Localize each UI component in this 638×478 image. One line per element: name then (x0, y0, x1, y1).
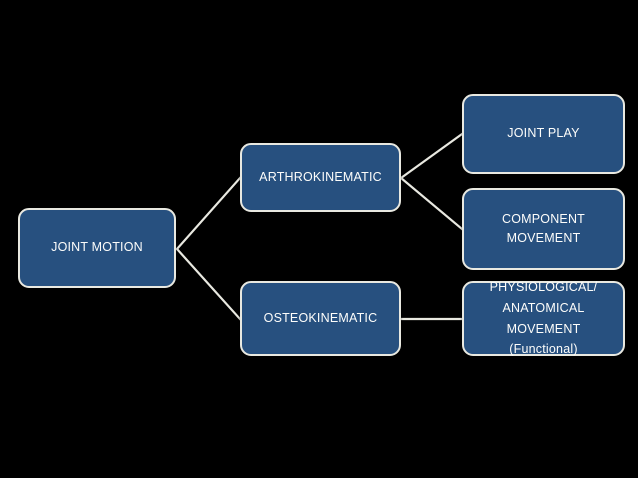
node-arthrokinematic-label: ARTHROKINEMATIC (259, 169, 382, 184)
connector-joint-motion-to-arthrokinematic (175, 176, 242, 251)
node-physiological-anatomical-movement-label: PHYSIOLOGICAL/ ANATOMICAL MOVEMENT (Func… (489, 280, 598, 357)
node-joint-motion-label: JOINT MOTION (51, 240, 143, 255)
node-arthrokinematic[interactable]: ARTHROKINEMATIC (240, 143, 401, 212)
node-osteokinematic-label: OSTEOKINEMATIC (263, 310, 378, 325)
connector-arthrokinematic-to-component-movement (399, 176, 464, 231)
connector-arthrokinematic-to-joint-play (399, 132, 464, 180)
node-physiological-anatomical-movement[interactable]: PHYSIOLOGICAL/ ANATOMICAL MOVEMENT (Func… (462, 280, 625, 356)
node-joint-motion[interactable]: JOINT MOTION (18, 208, 176, 288)
node-joint-play-label: JOINT PLAY (507, 126, 580, 141)
connector-joint-motion-to-osteokinematic (175, 247, 242, 321)
node-component-movement-label: COMPONENT MOVEMENT (501, 211, 586, 245)
node-osteokinematic[interactable]: OSTEOKINEMATIC (240, 281, 401, 356)
node-joint-play[interactable]: JOINT PLAY (462, 94, 625, 174)
node-component-movement[interactable]: COMPONENT MOVEMENT (462, 188, 625, 270)
